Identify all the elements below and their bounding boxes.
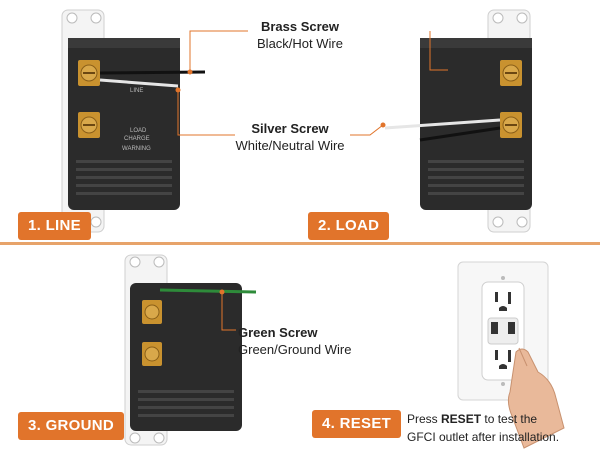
silver-screw-subtitle: White/Neutral Wire xyxy=(235,138,345,153)
reset-note-keyword: RESET xyxy=(441,412,482,426)
reset-note-suffix: to test the xyxy=(481,412,538,426)
brass-screw-label: Brass Screw Black/Hot Wire xyxy=(240,18,360,52)
gfci-side-view-line: LINE LOAD CHARGE WARNING xyxy=(61,9,206,233)
hand-illustration xyxy=(507,347,565,449)
device-load-text: LOAD xyxy=(130,128,147,134)
gfci-side-view-load xyxy=(384,9,532,233)
device-warning-text: WARNING xyxy=(122,146,151,152)
step-tag-line: 1. LINE xyxy=(18,212,91,240)
brass-screw-title: Brass Screw xyxy=(260,19,340,34)
silver-screw-title: Silver Screw xyxy=(251,121,329,136)
green-screw-label: Green Screw Green/Ground Wire xyxy=(238,324,368,358)
device-charge-text: CHARGE xyxy=(124,136,150,142)
reset-note-line2: GFCI outlet after installation. xyxy=(407,430,560,444)
step-tag-reset: 4. RESET xyxy=(312,410,402,438)
gfci-side-view-ground xyxy=(124,254,257,446)
reset-note-prefix: Press xyxy=(407,412,442,426)
section-divider xyxy=(0,242,600,245)
reset-instruction: Press RESET to test the GFCI outlet afte… xyxy=(407,410,559,446)
callout-leader-green xyxy=(221,292,236,331)
green-screw-subtitle: Green/Ground Wire xyxy=(238,342,352,357)
silver-screw-label: Silver Screw White/Neutral Wire xyxy=(225,120,355,154)
callout-leaders-top xyxy=(177,30,448,136)
brass-screw-subtitle: Black/Hot Wire xyxy=(257,36,343,51)
green-screw-title: Green Screw xyxy=(238,325,318,340)
step-tag-load: 2. LOAD xyxy=(308,212,390,240)
device-line-text: LINE xyxy=(130,88,143,94)
step-tag-ground: 3. GROUND xyxy=(18,412,125,440)
